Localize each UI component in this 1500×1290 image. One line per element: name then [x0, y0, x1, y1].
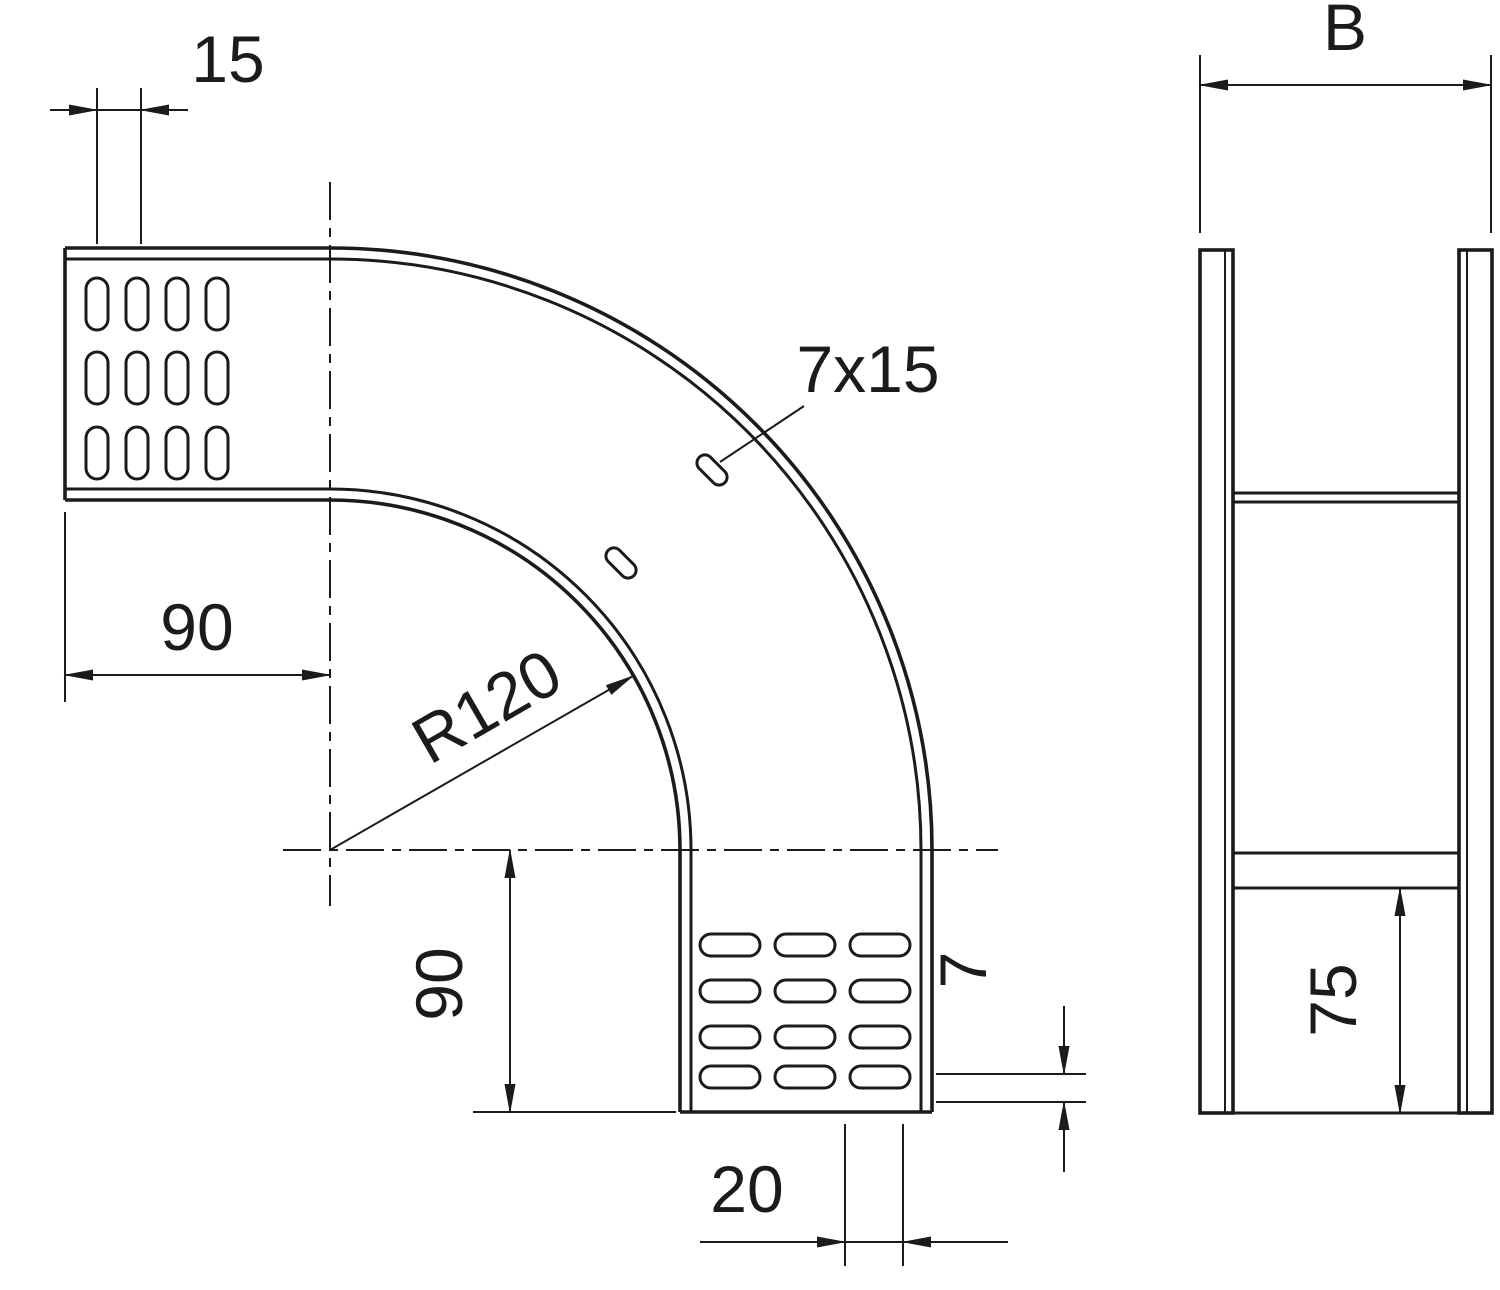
tray-outline-inner: [65, 498, 682, 1112]
perforation-slot: [848, 1024, 912, 1050]
perforation-slot: [773, 932, 837, 958]
plan-view: 15 90 R120 90 20: [50, 22, 1086, 1266]
perforation-slot: [124, 425, 150, 481]
perforation-slot: [698, 932, 762, 958]
dim-label-top-leg: 90: [160, 590, 233, 664]
perforation-slot: [84, 350, 110, 406]
perforation-slot: [773, 978, 837, 1004]
perforation-slot: [204, 276, 230, 332]
dim-label-end-slot-offset: 20: [710, 1152, 783, 1226]
perforation-slot: [204, 425, 230, 481]
dim-label-slot-pitch: 15: [191, 22, 264, 96]
dim-label-rail-height: 75: [1296, 963, 1370, 1036]
perforation-slot: [124, 350, 150, 406]
rim-line-inner: [65, 487, 693, 1112]
perforation-slot: [773, 1064, 837, 1090]
dimension-15: 15: [50, 22, 265, 244]
perforation-slot: [698, 1064, 762, 1090]
side-rail-right: [1457, 248, 1494, 1115]
radius-line: [329, 675, 635, 851]
dimension-20: 20: [700, 1124, 1008, 1266]
rim-line-outer: [65, 257, 923, 1112]
curve-slot: [604, 546, 638, 580]
perforation-slot: [848, 932, 912, 958]
dimension-b: B: [1198, 0, 1493, 233]
curve-slot: [695, 453, 729, 487]
perforation-slot: [773, 1024, 837, 1050]
dim-label-flange-height: 7: [926, 952, 1000, 989]
leader-7x15: 7x15: [719, 332, 940, 463]
perforation-slot: [698, 978, 762, 1004]
dim-label-slot-size: 7x15: [796, 332, 939, 406]
leader-line: [719, 405, 805, 463]
perforation-slot: [124, 276, 150, 332]
dimension-75: 75: [1296, 886, 1406, 1115]
dimension-90-bottom: 90: [402, 848, 676, 1114]
side-view: B 75: [1198, 0, 1494, 1115]
dimension-90-top: 90: [63, 512, 332, 702]
perforation-slot: [204, 350, 230, 406]
perforation-slot: [848, 1064, 912, 1090]
dim-label-width: B: [1323, 0, 1367, 64]
dim-label-radius: R120: [400, 635, 574, 778]
perforation-field-top: [84, 276, 230, 481]
perforation-slot: [84, 276, 110, 332]
perforation-slot: [164, 276, 190, 332]
perforation-slot: [84, 425, 110, 481]
tray-outline-outer: [65, 246, 934, 1112]
perforation-slot: [698, 1024, 762, 1050]
side-rail-left: [1198, 248, 1235, 1115]
dimension-7: 7: [926, 952, 1086, 1172]
perforation-slot: [164, 350, 190, 406]
dim-label-bottom-leg: 90: [402, 947, 476, 1020]
perforation-field-bottom: [698, 932, 912, 1090]
dimension-r120: R120: [329, 635, 635, 851]
perforation-slot: [164, 425, 190, 481]
perforation-slot: [848, 978, 912, 1004]
